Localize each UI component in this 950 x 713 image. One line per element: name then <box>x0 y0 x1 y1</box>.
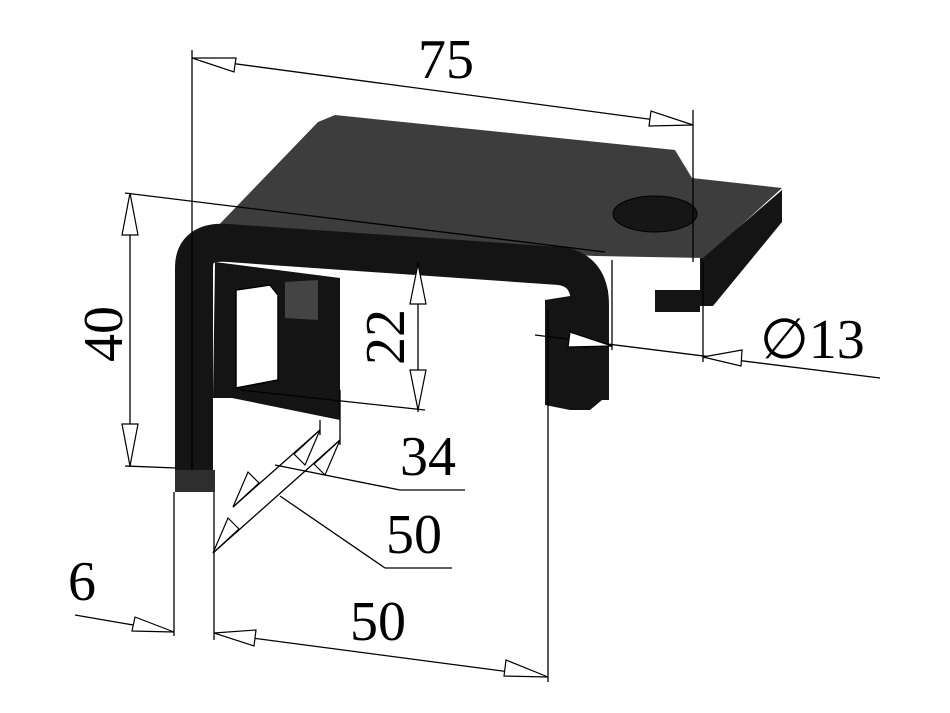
label-inner-depth: 50 <box>386 504 442 566</box>
tab-front-face <box>655 190 782 312</box>
slot-window <box>235 284 279 389</box>
label-inner-height: 22 <box>355 309 417 365</box>
bracket-part <box>175 115 782 492</box>
right-leg-face <box>545 290 608 410</box>
label-hole-diameter: ∅13 <box>760 309 865 371</box>
dimension-lines <box>74 50 881 682</box>
label-thickness: 6 <box>68 551 96 613</box>
label-height: 40 <box>73 306 135 362</box>
label-depth: 50 <box>350 591 406 653</box>
slot-window-2 <box>285 280 318 320</box>
c-profile <box>175 223 609 480</box>
label-overall-length: 75 <box>418 29 474 91</box>
left-leg-bottom <box>175 470 215 492</box>
label-slot-length: 34 <box>400 426 456 488</box>
mounting-hole <box>612 195 698 233</box>
